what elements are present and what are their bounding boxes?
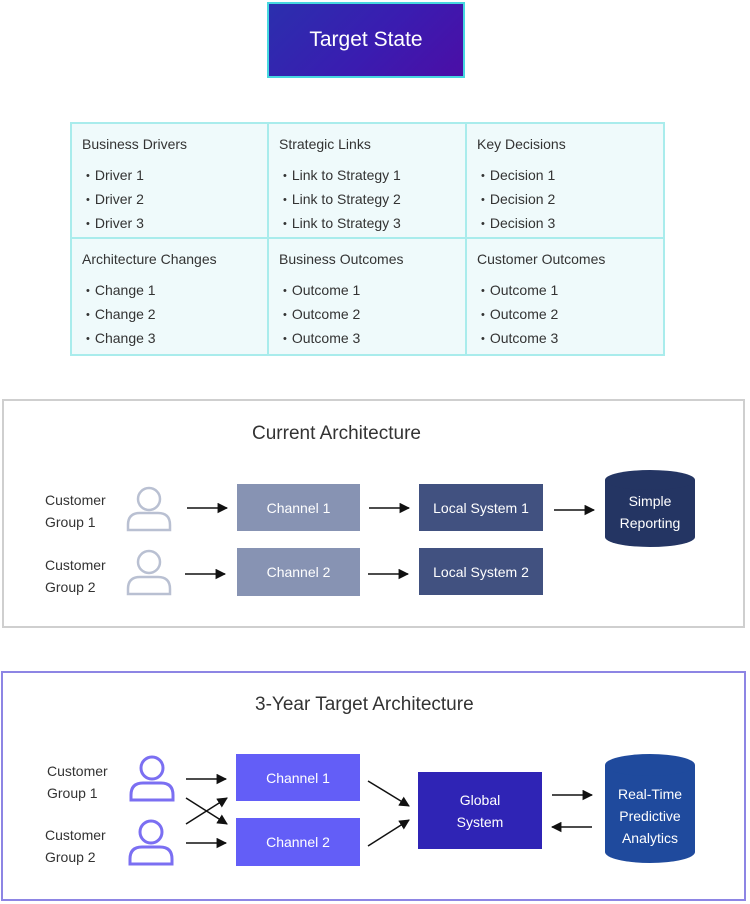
- simple-reporting-label: Simple Reporting: [605, 490, 695, 534]
- cell-list: Change 1 Change 2 Change 3: [82, 279, 257, 351]
- target-architecture-title: 3-Year Target Architecture: [255, 694, 474, 715]
- label-line: Customer: [45, 827, 106, 843]
- box-line: System: [456, 813, 504, 830]
- arrow: [367, 819, 410, 847]
- cell-title: Strategic Links: [279, 136, 371, 152]
- label-line: Group 2: [45, 579, 96, 595]
- cell-title: Customer Outcomes: [477, 251, 606, 267]
- database-cylinder: [605, 754, 695, 863]
- list-item: Outcome 1: [481, 279, 653, 303]
- person-icon: [129, 755, 175, 802]
- cell-list: Outcome 1 Outcome 2 Outcome 3: [279, 279, 455, 351]
- cell-list: Decision 1 Decision 2 Decision 3: [477, 164, 653, 236]
- cell-title: Business Drivers: [82, 136, 188, 152]
- box-line: Global: [459, 791, 501, 808]
- grid-cell-business-outcomes: Business Outcomes Outcome 1 Outcome 2 Ou…: [269, 239, 467, 354]
- label-line: Group 1: [45, 514, 96, 530]
- grid-cell-customer-outcomes: Customer Outcomes Outcome 1 Outcome 2 Ou…: [467, 239, 663, 354]
- list-item: Change 2: [86, 303, 257, 327]
- list-item: Outcome 3: [481, 327, 653, 351]
- label-line: Customer: [45, 557, 106, 573]
- analytics-label: Real-Time Predictive Analytics: [605, 783, 695, 849]
- target-group2-label: Customer Group 2: [45, 824, 106, 868]
- current-group2-label: Customer Group 2: [45, 554, 106, 598]
- person-icon: [128, 819, 174, 866]
- cell-list: Outcome 1 Outcome 2 Outcome 3: [477, 279, 653, 351]
- db-line: Reporting: [619, 515, 681, 531]
- grid-cell-strategic-links: Strategic Links Link to Strategy 1 Link …: [269, 124, 467, 239]
- db-line: Real-Time: [617, 786, 683, 802]
- cell-title: Key Decisions: [477, 136, 566, 152]
- db-line: Simple: [628, 493, 672, 509]
- grid-cell-key-decisions: Key Decisions Decision 1 Decision 2 Deci…: [467, 124, 663, 239]
- list-item: Link to Strategy 1: [283, 164, 455, 188]
- list-item: Decision 3: [481, 212, 653, 236]
- list-item: Change 1: [86, 279, 257, 303]
- list-item: Outcome 3: [283, 327, 455, 351]
- list-item: Outcome 2: [481, 303, 653, 327]
- label-line: Group 2: [45, 849, 96, 865]
- target-channel1-box: Channel 1: [236, 754, 360, 801]
- current-channel1-box: Channel 1: [237, 484, 360, 531]
- current-group1-label: Customer Group 1: [45, 489, 106, 533]
- cell-list: Link to Strategy 1 Link to Strategy 2 Li…: [279, 164, 455, 236]
- current-channel2-box: Channel 2: [237, 548, 360, 596]
- cell-list: Driver 1 Driver 2 Driver 3: [82, 164, 257, 236]
- current-architecture-title: Current Architecture: [252, 423, 421, 444]
- list-item: Driver 1: [86, 164, 257, 188]
- target-channel2-box: Channel 2: [236, 818, 360, 866]
- list-item: Link to Strategy 3: [283, 212, 455, 236]
- grid-cell-architecture-changes: Architecture Changes Change 1 Change 2 C…: [72, 239, 269, 354]
- database-cylinder: [605, 470, 695, 547]
- local-system2-box: Local System 2: [419, 548, 543, 595]
- label-line: Customer: [45, 492, 106, 508]
- target-state-grid: Business Drivers Driver 1 Driver 2 Drive…: [70, 122, 665, 356]
- target-state-title: Target State: [267, 2, 465, 78]
- global-system-box: Global System: [418, 772, 542, 849]
- target-group1-label: Customer Group 1: [47, 760, 108, 804]
- cell-title: Architecture Changes: [82, 251, 217, 267]
- list-item: Outcome 1: [283, 279, 455, 303]
- arrow: [185, 797, 228, 825]
- list-item: Driver 3: [86, 212, 257, 236]
- list-item: Change 3: [86, 327, 257, 351]
- list-item: Driver 2: [86, 188, 257, 212]
- db-line: Analytics: [621, 830, 678, 846]
- list-item: Decision 2: [481, 188, 653, 212]
- list-item: Decision 1: [481, 164, 653, 188]
- local-system1-box: Local System 1: [419, 484, 543, 531]
- person-icon: [126, 549, 172, 596]
- arrow: [367, 780, 410, 807]
- list-item: Outcome 2: [283, 303, 455, 327]
- list-item: Link to Strategy 2: [283, 188, 455, 212]
- db-line: Predictive: [619, 808, 681, 824]
- label-line: Customer: [47, 763, 108, 779]
- cell-title: Business Outcomes: [279, 251, 404, 267]
- person-icon: [126, 486, 172, 532]
- label-line: Group 1: [47, 785, 98, 801]
- grid-cell-business-drivers: Business Drivers Driver 1 Driver 2 Drive…: [72, 124, 269, 239]
